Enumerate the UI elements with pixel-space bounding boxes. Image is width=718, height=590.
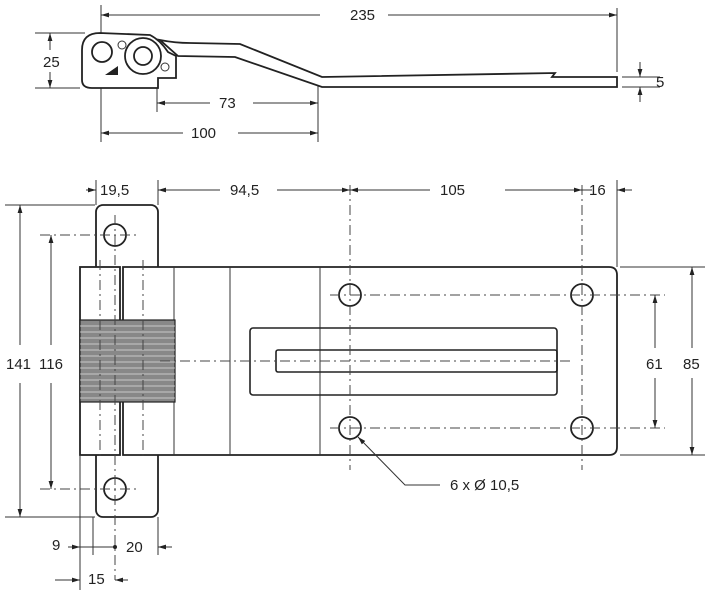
dim-hole-spacing-vertical: 61 [646, 356, 663, 373]
dim-edge-margin: 16 [589, 182, 606, 199]
dim-overall-length: 235 [350, 7, 375, 24]
dim-hole-offset: 94,5 [230, 182, 259, 199]
dim-leaf-offset: 20 [126, 539, 143, 556]
dim-leaf-hole-spacing: 116 [39, 356, 63, 373]
dim-knuckle-width: 15 [88, 571, 105, 588]
dim-plate-thickness: 5 [656, 74, 664, 91]
top-view: 235 25 5 73 100 [35, 5, 664, 142]
dim-hole-spacing-horizontal: 105 [440, 182, 465, 199]
dim-plate-height: 85 [683, 356, 700, 373]
dim-leaf-width: 19,5 [100, 182, 129, 199]
hinge-arm-side [156, 38, 618, 88]
dim-offset-bend: 73 [219, 95, 236, 112]
hole-callout: 6 x Ø 10,5 [450, 477, 519, 494]
dim-bend-distance: 100 [191, 125, 216, 142]
dim-knuckle-offset: 9 [52, 537, 60, 554]
spring-coil [79, 319, 176, 403]
front-view: 19,5 94,5 105 16 141 116 61 85 6 x Ø 10,… [5, 180, 705, 590]
dim-overall-height: 141 [6, 356, 31, 373]
dim-height: 25 [43, 54, 60, 71]
